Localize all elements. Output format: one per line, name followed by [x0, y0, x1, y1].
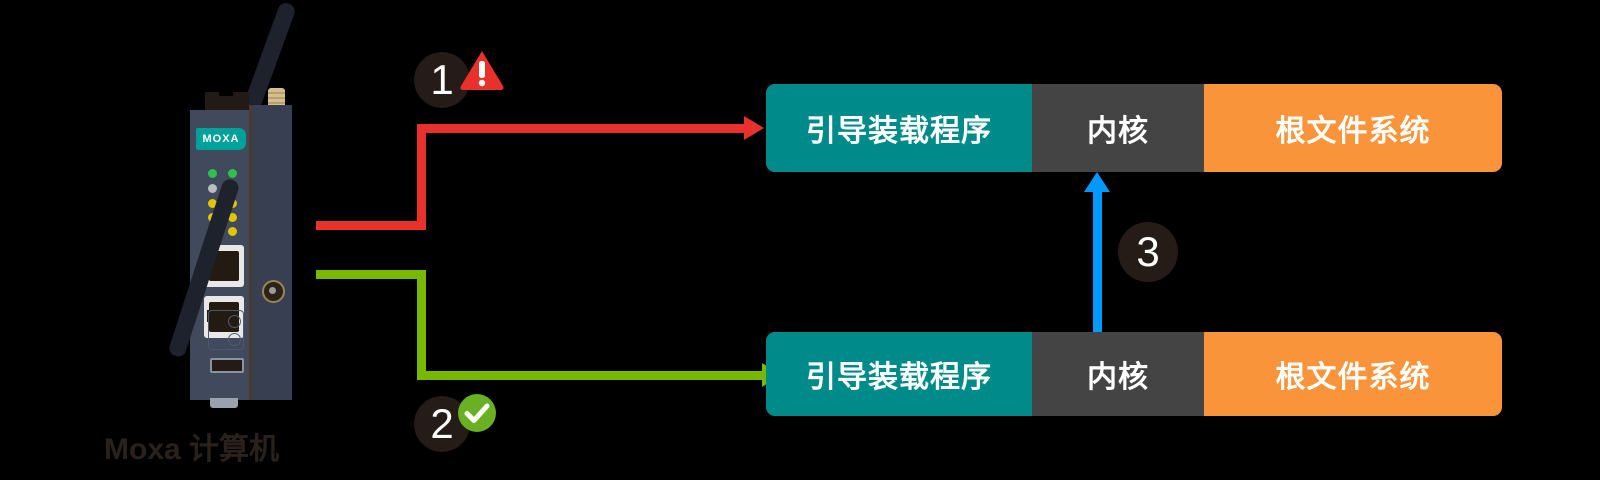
connector-1-arrowhead: [744, 116, 764, 140]
connector-3-arrowhead: [1084, 172, 1110, 192]
stack-bottom-segment-bootloader: 引导装载程序: [766, 332, 1032, 416]
connector-3-segment-v: [1093, 188, 1102, 333]
device-side-panel: [250, 105, 292, 400]
connector-2-segment-h2: [417, 371, 765, 380]
stack-top-bootloader-label: 引导装载程序: [806, 115, 992, 148]
step-badge-2-number: 2: [430, 400, 454, 447]
stack-bottom-rootfs-label: 根文件系统: [1275, 361, 1431, 394]
device-top-cap: [205, 92, 249, 114]
connector-2-segment-v: [417, 270, 426, 376]
stack-top-segment-bootloader: 引导装载程序: [766, 84, 1032, 172]
stack-top-kernel-label: 内核: [1087, 115, 1149, 148]
warning-triangle-icon: [460, 51, 504, 90]
step-badge-1: 1: [414, 52, 470, 108]
moxa-logo-badge: MOXA: [196, 128, 246, 150]
device-top-notch: [219, 88, 233, 96]
connector-1-segment-h1: [316, 221, 426, 230]
check-circle-icon: [458, 394, 496, 432]
step-badge-1-number: 1: [430, 56, 454, 103]
led-yellow-6: [228, 227, 237, 236]
stack-bottom-bootloader-label: 引导装载程序: [806, 361, 992, 394]
firmware-stack-bottom: 引导装载程序 内核 根文件系统: [766, 332, 1502, 416]
connector-1-segment-v: [417, 124, 426, 230]
moxa-device-illustration: MOXA Moxa 计算机: [0, 0, 400, 480]
connector-2-segment-h1: [316, 270, 426, 279]
connector-1-segment-h2: [417, 124, 747, 133]
led-yellow-4: [228, 213, 237, 222]
device-screw-icon: [262, 280, 285, 303]
moxa-logo-text: MOXA: [202, 132, 240, 145]
device-io-panel: [208, 310, 244, 350]
device-card-slot: [210, 358, 244, 373]
step-badge-3-number: 3: [1136, 228, 1160, 275]
device-foot: [210, 398, 238, 408]
led-green-1: [208, 169, 217, 178]
firmware-stack-top: 引导装载程序 内核 根文件系统: [766, 84, 1502, 172]
stack-top-segment-kernel: 内核: [1032, 84, 1204, 172]
led-gray-1: [208, 184, 217, 193]
stack-bottom-segment-kernel: 内核: [1032, 332, 1204, 416]
stack-top-segment-rootfs: 根文件系统: [1204, 84, 1502, 172]
led-green-2: [228, 169, 237, 178]
stack-bottom-kernel-label: 内核: [1087, 361, 1149, 394]
stack-bottom-segment-rootfs: 根文件系统: [1204, 332, 1502, 416]
stack-top-rootfs-label: 根文件系统: [1275, 115, 1431, 148]
device-label: Moxa 计算机: [104, 433, 280, 466]
device-seam: [249, 105, 252, 400]
led-yellow-1: [208, 199, 217, 208]
step-badge-3: 3: [1118, 222, 1178, 282]
